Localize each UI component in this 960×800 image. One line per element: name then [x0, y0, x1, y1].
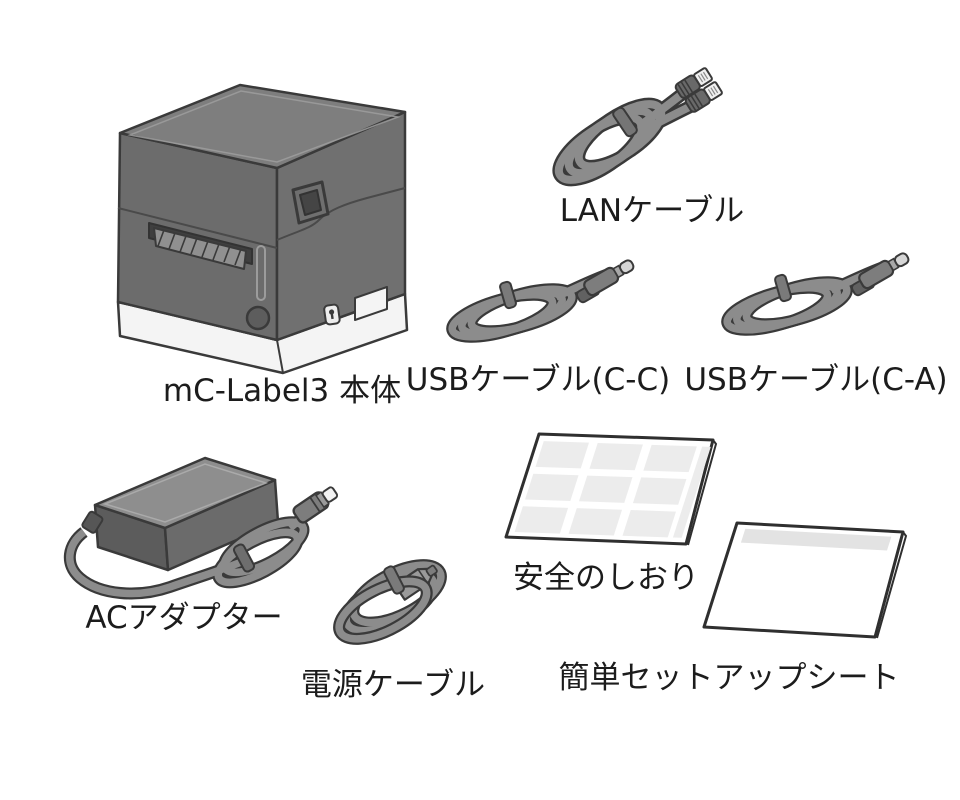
printer-label: mC-Label3 本体 [162, 373, 402, 409]
power-cable-label: 電源ケーブル [300, 667, 486, 703]
safety-leaflet-label: 安全のしおり [513, 560, 699, 596]
cable-tie [612, 106, 638, 138]
rj45-connector [684, 81, 723, 113]
usb-ca-coil [721, 262, 884, 336]
cable-tie [232, 543, 256, 573]
usb-c-connector [583, 259, 635, 297]
sheet [702, 521, 905, 639]
keyhole-icon [323, 303, 341, 326]
power-coil-front-loop [333, 575, 433, 645]
printer-illustration [116, 83, 409, 375]
front-slit [256, 245, 266, 301]
sheet-header-band [740, 528, 892, 551]
setup-sheet-label: 簡単セットアップシート [558, 660, 900, 696]
power-cable-illustration [333, 559, 447, 645]
cable-tie [499, 280, 517, 310]
usb-cable-cc-label: USBケーブル(C-C) [405, 362, 671, 398]
rj45-connector [674, 67, 713, 99]
power-button [245, 305, 271, 331]
leaflet-page-curl [687, 439, 718, 546]
cord-boot [81, 510, 104, 534]
lan-cable-label: LANケーブル [559, 193, 745, 229]
dc-connector [292, 486, 339, 524]
usb-a-connector [858, 252, 910, 290]
ac-adapter-illustration [64, 456, 339, 600]
usb-cc-coil [446, 269, 609, 343]
cable-tie [383, 565, 405, 595]
sheet-page-curl [876, 531, 908, 639]
usb-cable-cc-illustration [446, 259, 635, 343]
printer-side-seam [276, 187, 406, 241]
base-notch [354, 286, 388, 321]
adapter-brick [93, 456, 280, 572]
printer-front-seam [117, 207, 278, 249]
usb-cable-ca-illustration [721, 252, 910, 336]
lan-cable-coil [552, 82, 703, 187]
printer-top-rim-highlight [127, 90, 401, 163]
usb-cable-ca-label: USBケーブル(C-A) [684, 362, 948, 398]
safety-leaflet-illustration [504, 432, 718, 546]
side-window [291, 180, 330, 225]
ac-adapter-label: ACアダプター [85, 600, 283, 636]
cable-tie [774, 273, 792, 303]
leaflet-content-blocks [514, 441, 711, 538]
lan-cable-illustration [552, 67, 723, 187]
roller-ribs [157, 229, 242, 266]
paper-outlet-slot [148, 222, 253, 270]
setup-sheet-illustration [702, 521, 908, 639]
